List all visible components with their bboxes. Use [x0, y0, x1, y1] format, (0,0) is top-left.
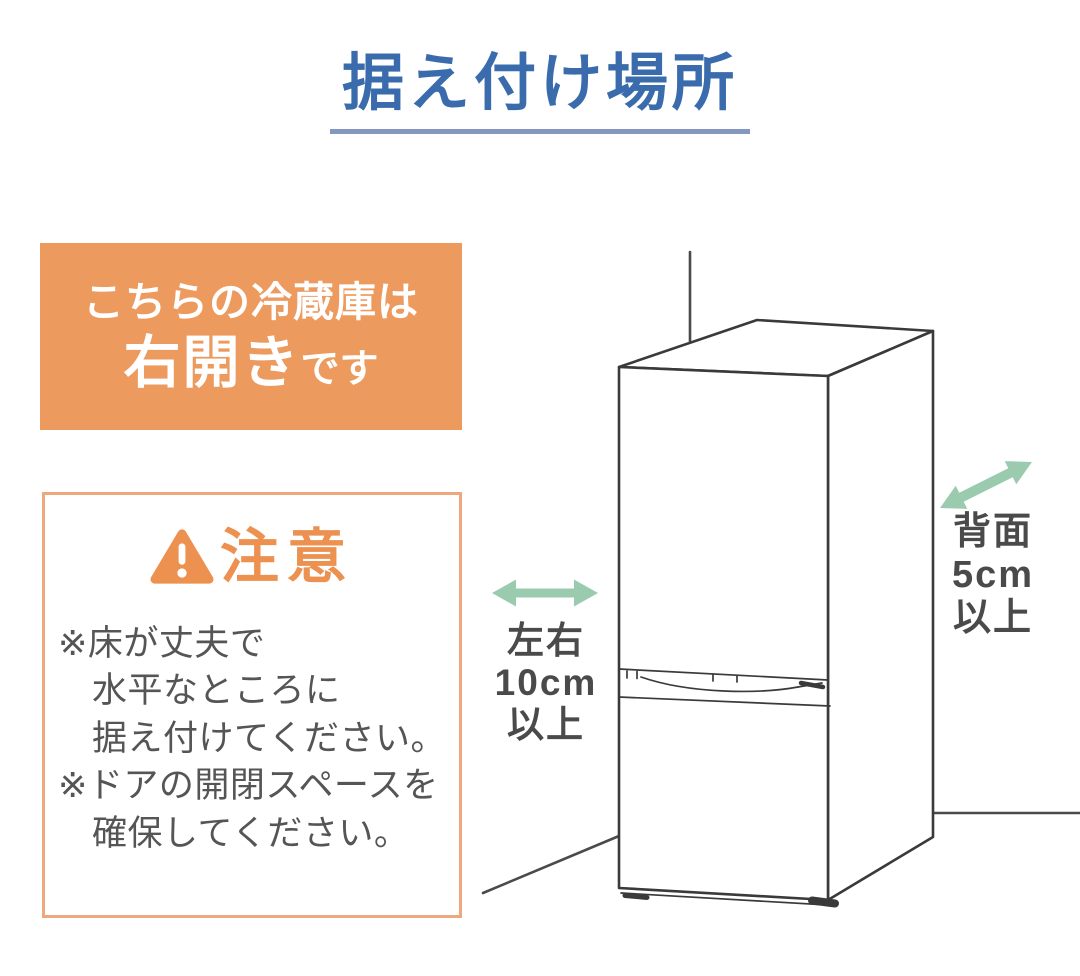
caution-heading: 注意 — [45, 525, 459, 590]
side-clearance-line3: 以上 — [507, 704, 585, 745]
page-title: 据え付け場所 — [341, 49, 738, 118]
door-opening-banner: こちらの冷蔵庫は 右開きです — [40, 243, 462, 430]
back-clearance-label: 背面 5cm 以上 — [915, 511, 1071, 640]
header: 据え付け場所 — [0, 48, 1080, 135]
base-line — [620, 892, 829, 906]
handle-right-detail — [798, 680, 826, 690]
banner-emphasis: 右開き — [123, 331, 301, 396]
caution-note-line: 確保してください。 — [92, 813, 410, 853]
left-foot — [622, 893, 650, 900]
left-floor-line — [481, 834, 621, 895]
fridge-front-face — [617, 365, 830, 902]
caution-note-line: 水平なところに — [92, 671, 341, 711]
refrigerator-drawing — [617, 318, 935, 908]
caution-note-line: ※ドアの開閉スペースを — [58, 766, 439, 806]
banner-line2: 右開きです — [123, 331, 379, 396]
back-clearance-line1: 背面 — [952, 511, 1033, 553]
caution-note-line: 据え付けてください。 — [92, 718, 446, 758]
caution-title: 注意 — [219, 524, 354, 590]
back-clearance-line2: 5cm — [951, 554, 1035, 596]
side-clearance-label: 左右 10cm 以上 — [468, 620, 624, 746]
caution-box: 注意 ※床が丈夫で 水平なところに 据え付けてください。 ※ドアの開閉スペースを… — [42, 492, 462, 918]
side-clearance-line1: 左右 — [507, 620, 585, 661]
door-bottom-line — [618, 668, 829, 681]
side-clearance-arrow — [492, 579, 598, 607]
title-underline — [330, 129, 750, 135]
warning-triangle-icon — [150, 529, 214, 585]
caution-notes: ※床が丈夫で 水平なところに 据え付けてください。 ※ドアの開閉スペースを 確保… — [58, 620, 459, 858]
right-foot — [808, 896, 839, 908]
caution-note-line: ※床が丈夫で — [58, 623, 266, 663]
banner-suffix: です — [300, 348, 379, 392]
back-clearance-line3: 以上 — [952, 597, 1033, 639]
drawer-top-line — [618, 696, 831, 707]
wall-lines — [481, 250, 1080, 895]
back-clearance-arrow — [940, 461, 1032, 509]
side-clearance-line2: 10cm — [494, 662, 598, 703]
drawer-handle-curve — [640, 676, 799, 693]
banner-line1: こちらの冷蔵庫は — [83, 279, 419, 325]
